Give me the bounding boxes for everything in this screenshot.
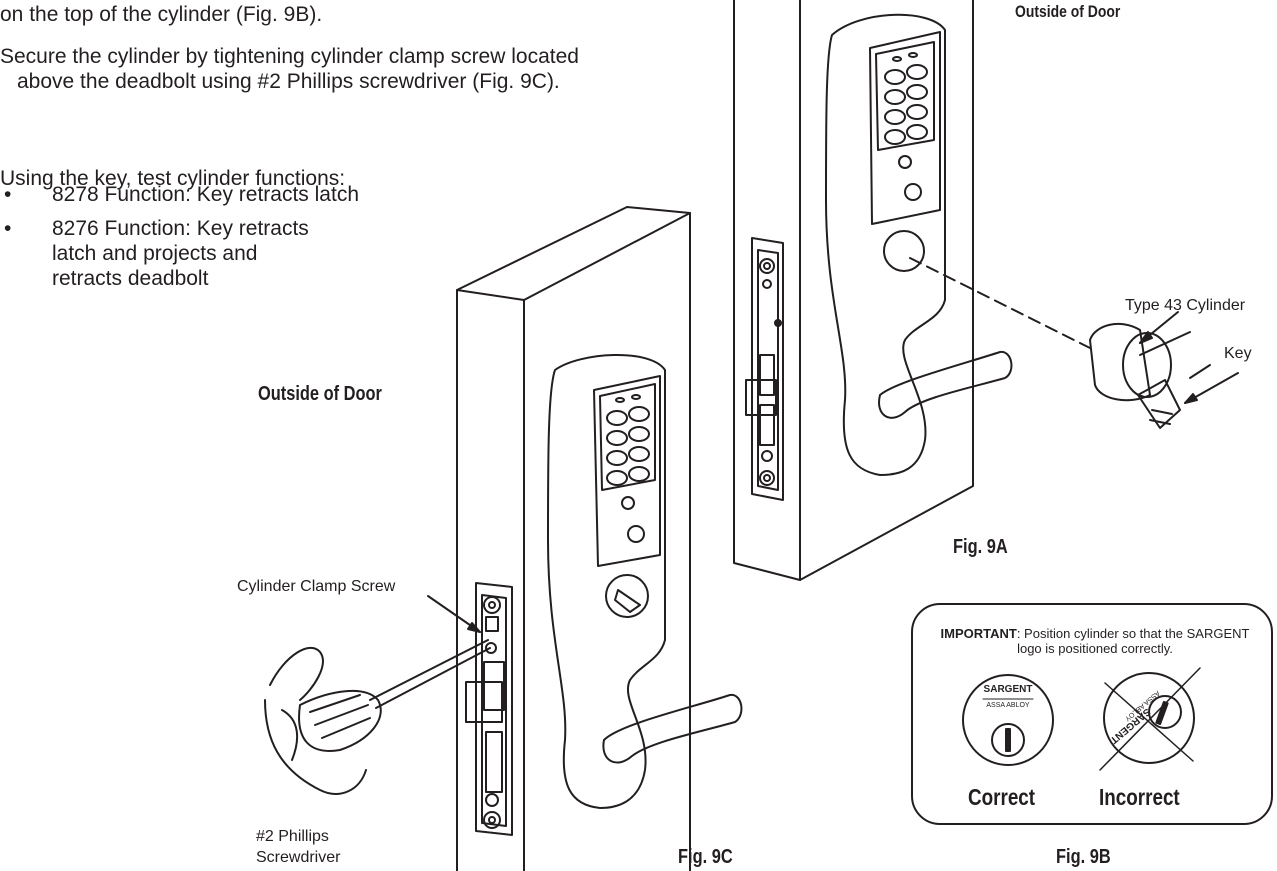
fig-9b-caption: Fig. 9B: [1056, 846, 1111, 868]
correct-sub-brand-text: ASSA ABLOY: [986, 702, 1030, 709]
important-note: IMPORTANT: Position cylinder so that the…: [930, 626, 1260, 656]
bullet-dot-2: •: [4, 217, 12, 240]
bullet-item-8278: 8278 Function: Key retracts latch: [52, 183, 359, 206]
incorrect-cylinder-face: [1099, 667, 1201, 771]
key-label: Key: [1224, 345, 1252, 362]
fig-9c-door: [456, 206, 691, 871]
fig-9c-keypad-lock: [547, 354, 743, 809]
fig-9c-caption: Fig. 9C: [678, 846, 733, 868]
instruction-continuation: on the top of the cylinder (Fig. 9B).: [0, 3, 323, 26]
incorrect-label: Incorrect: [1099, 784, 1180, 810]
fig-9a-outside-door-label: Outside of Door: [1015, 2, 1121, 21]
phillips-screwdriver-illustration: [264, 639, 491, 795]
correct-brand-text: SARGENT: [983, 684, 1033, 695]
callout-arrows-9c: [427, 595, 481, 633]
fig-9a-lock-faceplate: [745, 237, 784, 501]
fig-9c-outside-door-label: Outside of Door: [258, 383, 382, 405]
step-secure-cylinder: Secure the cylinder by tightening cylind…: [0, 44, 580, 94]
important-text: : Position cylinder so that the SARGENT …: [1016, 626, 1250, 656]
fig-9a-keypad-lock: [825, 13, 1013, 476]
fig-9c-lock-faceplate: [465, 582, 513, 836]
screwdriver-label-line-1: #2 Phillips: [256, 828, 329, 845]
bullet-dot-1: •: [4, 183, 12, 206]
cylinder-alignment-line: [909, 257, 1091, 349]
important-prefix: IMPORTANT: [940, 626, 1017, 641]
step-test-functions: Using the key, test cylinder functions:: [0, 167, 346, 190]
fig-9a-door: [733, 0, 974, 581]
cylinder-clamp-screw-label: Cylinder Clamp Screw: [237, 578, 396, 595]
bullet-item-8276: 8276 Function: Key retracts latch and pr…: [52, 217, 309, 290]
step-secure-text: Secure the cylinder by tightening cylind…: [0, 45, 579, 93]
screwdriver-label-line-2: Screwdriver: [256, 849, 341, 866]
correct-label: Correct: [968, 784, 1036, 810]
type-43-cylinder-label: Type 43 Cylinder: [1125, 297, 1246, 314]
fig-9b-important-box: [911, 603, 1273, 825]
fig-9a-caption: Fig. 9A: [953, 536, 1008, 558]
callout-arrows-9a: [1139, 311, 1239, 404]
correct-cylinder-face: [962, 674, 1054, 766]
